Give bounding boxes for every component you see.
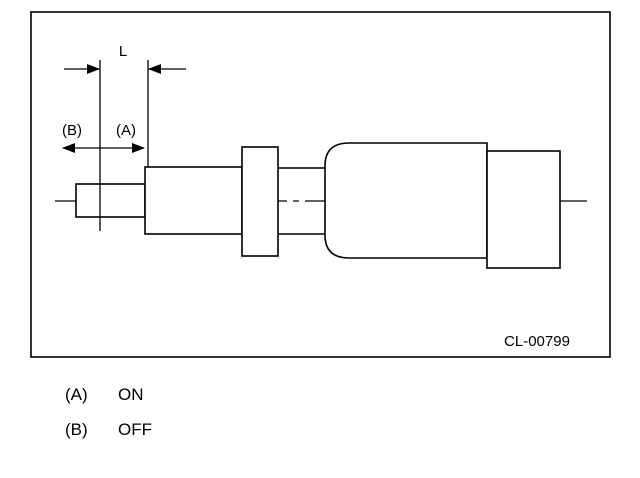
- dimension-label: L: [119, 43, 127, 60]
- threaded-body: [144, 166, 243, 235]
- hex-nut: [241, 146, 279, 257]
- position-b-label: (B): [62, 122, 82, 139]
- legend-key-b: (B): [65, 420, 88, 439]
- legend-value-b: OFF: [118, 420, 152, 439]
- connector: [486, 150, 561, 269]
- legend: (A) ON (B) OFF: [65, 383, 640, 441]
- position-a-label: (A): [116, 122, 136, 139]
- legend-value-a: ON: [118, 385, 144, 404]
- switch-diagram: L (B) (A) CL-00799: [30, 11, 611, 358]
- legend-item-b: (B) OFF: [65, 418, 640, 441]
- legend-key-a: (A): [65, 385, 88, 404]
- plunger: [75, 183, 146, 218]
- legend-item-a: (A) ON: [65, 383, 640, 406]
- main-body: [324, 142, 488, 259]
- figure-frame: [30, 11, 611, 358]
- figure-code: CL-00799: [504, 333, 570, 350]
